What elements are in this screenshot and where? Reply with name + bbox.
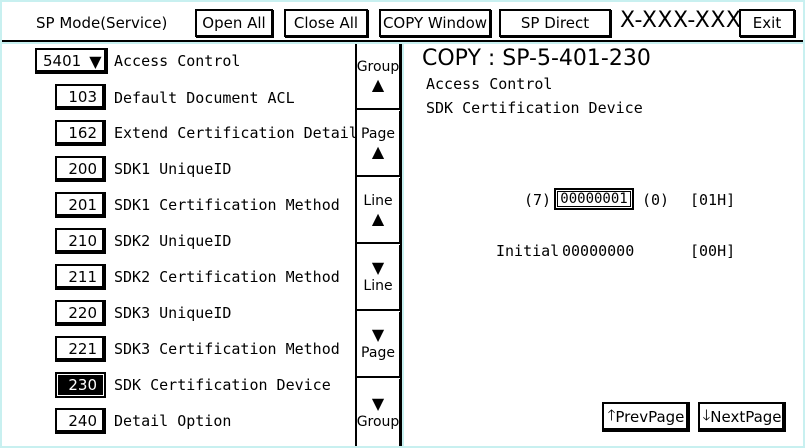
next-page-button[interactable]: 🡓 NextPage — [698, 402, 786, 432]
initial-hex: [00H] — [690, 242, 736, 260]
sp-detail-panel: COPY : SP-5-401-230 Access Control SDK C… — [404, 44, 803, 446]
line-up-label: Line — [363, 193, 393, 209]
page-up-button[interactable]: Page ▲ — [357, 111, 402, 177]
sp-item-label: SDK2 Certification Method — [114, 268, 340, 286]
mode-title: SP Mode(Service) — [36, 14, 168, 32]
arrow-up-icon: 🡑 — [607, 405, 616, 424]
sp-item-button-211[interactable]: 211 — [55, 264, 106, 290]
open-all-button[interactable]: Open All — [195, 9, 273, 37]
sp-item-label: Default Document ACL — [114, 89, 295, 107]
page-down-button[interactable]: ▼ Page — [357, 312, 402, 378]
up-arrow-icon: ▲ — [371, 142, 385, 161]
sp-item-button-210[interactable]: 210 — [55, 228, 106, 254]
sp-item-button-200[interactable]: 200 — [55, 156, 106, 182]
sp-item-label: Extend Certification Detail — [114, 124, 358, 142]
sp-item-button-162[interactable]: 162 — [55, 120, 106, 146]
page-up-label: Page — [361, 126, 395, 142]
prev-page-button[interactable]: 🡑 PrevPage — [602, 402, 690, 432]
sp-group-name: Access Control — [426, 75, 553, 93]
down-arrow-icon: ▼ — [371, 393, 385, 413]
line-up-button[interactable]: Line ▲ — [357, 178, 402, 244]
model-code: X-XXX-XXX — [620, 8, 742, 33]
group-down-label: Group — [356, 413, 400, 430]
sp-item-button-220[interactable]: 220 — [55, 300, 106, 326]
sp-item-label: Detail Option — [114, 412, 232, 430]
chevron-down-icon: ▼ — [89, 51, 102, 71]
arrow-down-icon: 🡓 — [702, 405, 711, 424]
group-selector[interactable]: 5401 ▼ — [35, 48, 108, 74]
close-all-button[interactable]: Close All — [284, 9, 368, 37]
group-up-label: Group — [356, 59, 400, 75]
sp-item-label: SDK1 Certification Method — [114, 196, 340, 214]
bit-high-index: (7) — [524, 191, 552, 209]
sp-item-button-201[interactable]: 201 — [55, 192, 106, 218]
line-down-label: Line — [363, 278, 393, 294]
down-arrow-icon: ▼ — [371, 325, 385, 344]
group-up-button[interactable]: Group ▲ — [357, 44, 402, 110]
copy-window-button[interactable]: COPY Window — [379, 9, 491, 37]
group-label: Access Control — [114, 52, 241, 70]
sp-item-label: SDK3 Certification Method — [114, 340, 340, 358]
top-bar: SP Mode(Service) Open All Close All COPY… — [2, 2, 803, 42]
bit-low-index: (0) — [642, 191, 670, 209]
sp-list-panel: 5401 ▼ Access Control 103 Default Docume… — [2, 44, 358, 446]
up-arrow-icon: ▲ — [371, 209, 385, 228]
line-down-button[interactable]: ▼ Line — [357, 245, 402, 311]
initial-label: Initial — [496, 242, 560, 260]
sp-direct-button[interactable]: SP Direct — [499, 9, 611, 37]
scroll-nav-column: Group ▲ Page ▲ Line ▲ ▼ Line ▼ Page ▼ Gr… — [355, 44, 402, 446]
exit-button[interactable]: Exit — [739, 9, 795, 37]
sp-item-button-103[interactable]: 103 — [55, 84, 106, 110]
sp-item-button-221[interactable]: 221 — [55, 336, 106, 362]
setting-value-field[interactable]: 00000001 — [554, 188, 634, 210]
up-arrow-icon: ▲ — [371, 75, 385, 94]
sp-item-name: SDK Certification Device — [426, 99, 643, 117]
sp-item-label: SDK1 UniqueID — [114, 160, 232, 178]
page-down-label: Page — [361, 345, 395, 361]
sp-code-title: COPY : SP-5-401-230 — [422, 46, 651, 71]
sp-item-label: SDK2 UniqueID — [114, 232, 232, 250]
sp-item-button-230-selected[interactable]: 230 — [55, 372, 106, 398]
next-page-label: NextPage — [710, 408, 782, 426]
sp-item-label: SDK Certification Device — [114, 376, 331, 394]
sp-item-button-240[interactable]: 240 — [55, 408, 106, 434]
initial-value: 00000000 — [562, 242, 635, 260]
group-code: 5401 — [43, 52, 82, 70]
group-down-button[interactable]: ▼ Group — [357, 379, 402, 446]
sp-item-label: SDK3 UniqueID — [114, 304, 232, 322]
prev-page-label: PrevPage — [615, 408, 685, 426]
hex-value: [01H] — [690, 191, 736, 209]
down-arrow-icon: ▼ — [371, 258, 385, 277]
